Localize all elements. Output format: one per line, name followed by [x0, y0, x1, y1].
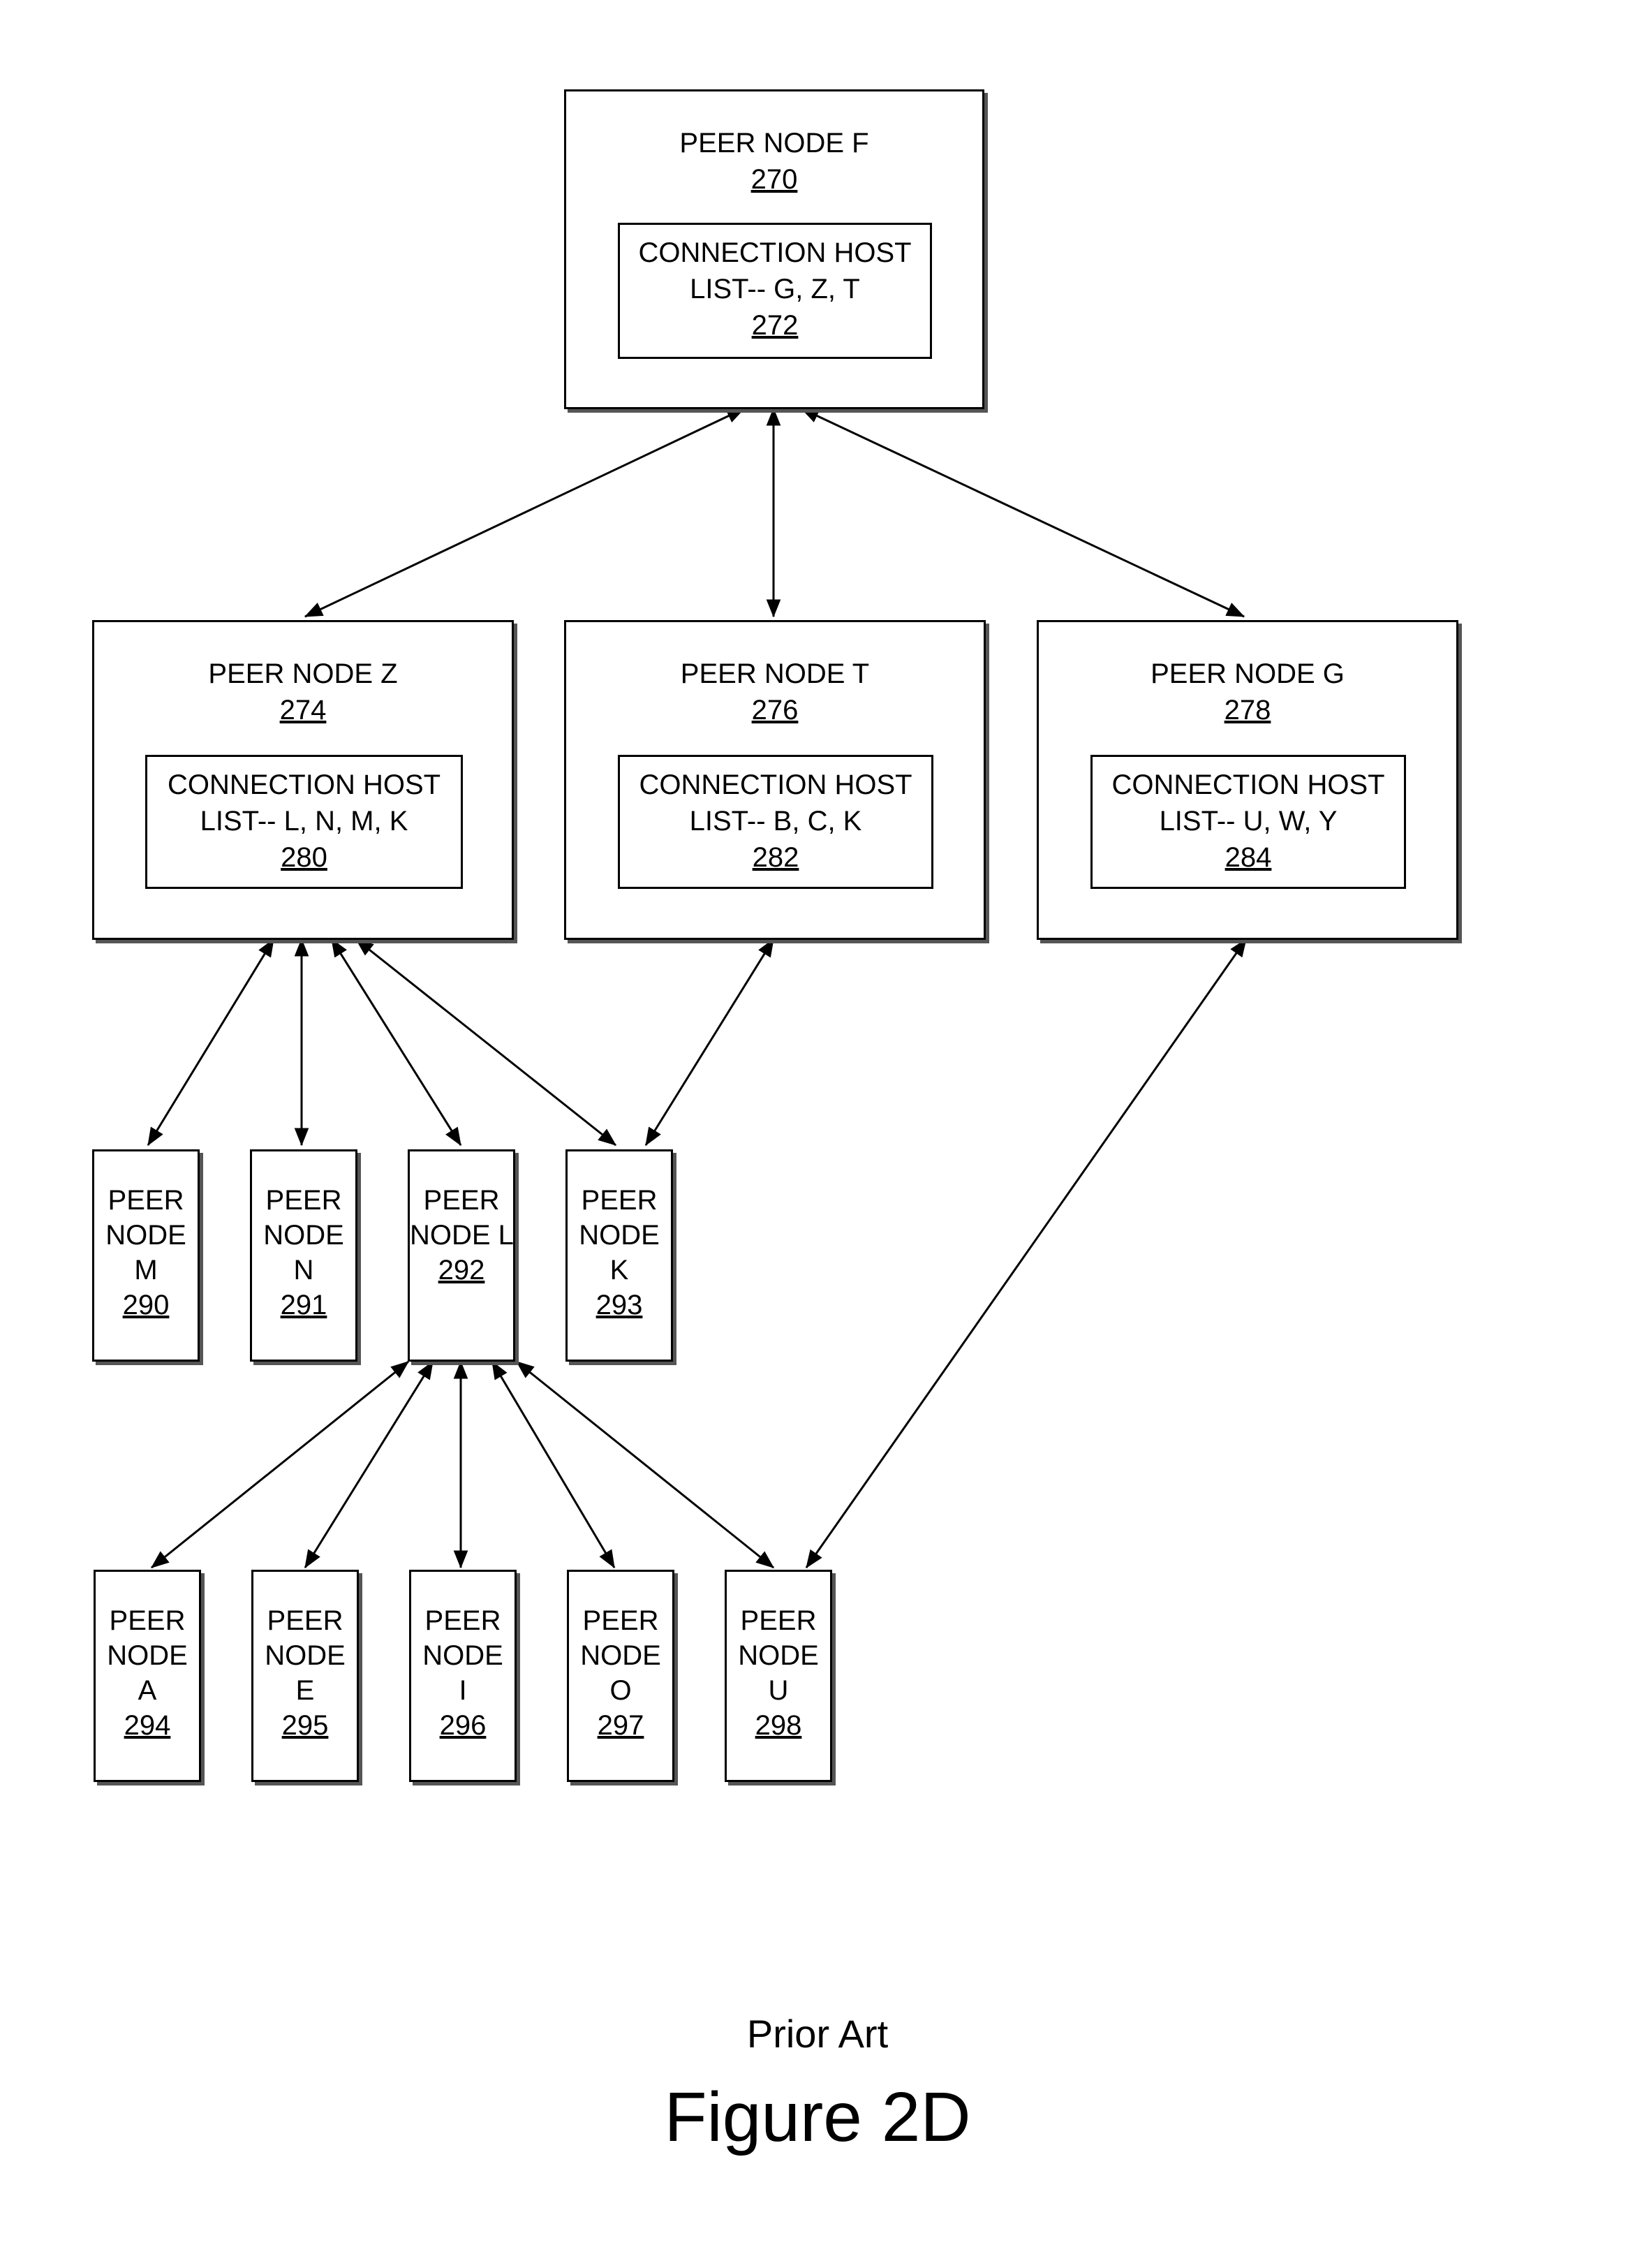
peer-node-i-line2: NODE — [411, 1637, 515, 1674]
peer-node-i-line3: I — [411, 1672, 515, 1709]
peer-node-u-ref: 298 — [727, 1707, 830, 1744]
peer-node-m: PEER NODE M 290 — [92, 1149, 200, 1362]
peer-node-f: PEER NODE F 270 CONNECTION HOST LIST-- G… — [564, 89, 984, 409]
peer-node-z-title: PEER NODE Z — [94, 656, 512, 692]
list-280-ref: 280 — [147, 839, 461, 876]
peer-node-e-ref: 295 — [253, 1707, 357, 1744]
list-284-line1: CONNECTION HOST — [1093, 767, 1404, 803]
peer-node-u: PEER NODE U 298 — [725, 1570, 832, 1782]
connection-host-list-282: CONNECTION HOST LIST-- B, C, K 282 — [618, 755, 933, 889]
link-l-o — [492, 1362, 614, 1568]
link-g-u — [806, 939, 1246, 1568]
list-280-line2: LIST-- L, N, M, K — [147, 803, 461, 839]
peer-node-e: PEER NODE E 295 — [251, 1570, 359, 1782]
peer-node-a-line3: A — [96, 1672, 199, 1709]
peer-node-k: PEER NODE K 293 — [565, 1149, 673, 1362]
peer-node-m-ref: 290 — [94, 1287, 198, 1323]
list-282-line1: CONNECTION HOST — [620, 767, 931, 803]
connection-host-list-272: CONNECTION HOST LIST-- G, Z, T 272 — [618, 223, 932, 359]
peer-node-i-ref: 296 — [411, 1707, 515, 1744]
link-z-m — [148, 939, 274, 1145]
peer-node-n-ref: 291 — [252, 1287, 355, 1323]
peer-node-n-line3: N — [252, 1252, 355, 1288]
list-284-ref: 284 — [1093, 839, 1404, 876]
link-f-z — [305, 408, 744, 617]
peer-node-f-title: PEER NODE F — [566, 125, 982, 161]
peer-node-l: PEER NODE L 292 — [408, 1149, 515, 1362]
peer-node-o-line2: NODE — [569, 1637, 672, 1674]
peer-node-u-line3: U — [727, 1672, 830, 1709]
list-280-line1: CONNECTION HOST — [147, 767, 461, 803]
peer-node-k-line2: NODE — [568, 1217, 671, 1253]
peer-node-a: PEER NODE A 294 — [94, 1570, 201, 1782]
peer-node-e-line3: E — [253, 1672, 357, 1709]
peer-node-k-line1: PEER — [568, 1182, 671, 1218]
peer-node-l-line1: PEER — [410, 1182, 513, 1218]
peer-node-u-line1: PEER — [727, 1603, 830, 1639]
peer-node-k-line3: K — [568, 1252, 671, 1288]
peer-node-n: PEER NODE N 291 — [250, 1149, 357, 1362]
peer-node-u-line2: NODE — [727, 1637, 830, 1674]
peer-node-a-ref: 294 — [96, 1707, 199, 1744]
peer-node-m-line1: PEER — [94, 1182, 198, 1218]
peer-node-o-ref: 297 — [569, 1707, 672, 1744]
peer-node-l-line2: NODE L — [410, 1217, 513, 1253]
link-l-u — [517, 1362, 774, 1568]
peer-node-g-title: PEER NODE G — [1039, 656, 1456, 692]
peer-node-n-line2: NODE — [252, 1217, 355, 1253]
link-t-k — [646, 939, 774, 1145]
peer-node-t-ref: 276 — [566, 692, 984, 728]
peer-node-o-line3: O — [569, 1672, 672, 1709]
peer-node-z: PEER NODE Z 274 CONNECTION HOST LIST-- L… — [92, 620, 514, 940]
peer-node-k-ref: 293 — [568, 1287, 671, 1323]
list-272-line1: CONNECTION HOST — [620, 235, 930, 271]
peer-node-a-line2: NODE — [96, 1637, 199, 1674]
link-f-g — [801, 408, 1244, 617]
connection-host-list-284: CONNECTION HOST LIST-- U, W, Y 284 — [1090, 755, 1406, 889]
peer-node-f-ref: 270 — [566, 161, 982, 198]
list-284-line2: LIST-- U, W, Y — [1093, 803, 1404, 839]
peer-node-l-ref: 292 — [410, 1252, 513, 1288]
peer-node-o: PEER NODE O 297 — [567, 1570, 674, 1782]
peer-node-m-line3: M — [94, 1252, 198, 1288]
peer-node-t-title: PEER NODE T — [566, 656, 984, 692]
peer-node-g-ref: 278 — [1039, 692, 1456, 728]
peer-node-e-line1: PEER — [253, 1603, 357, 1639]
peer-node-m-line2: NODE — [94, 1217, 198, 1253]
prior-art-caption: Prior Art — [0, 2011, 1635, 2056]
peer-node-t: PEER NODE T 276 CONNECTION HOST LIST-- B… — [564, 620, 986, 940]
peer-node-n-line1: PEER — [252, 1182, 355, 1218]
peer-node-a-line1: PEER — [96, 1603, 199, 1639]
peer-node-z-ref: 274 — [94, 692, 512, 728]
connection-host-list-280: CONNECTION HOST LIST-- L, N, M, K 280 — [145, 755, 463, 889]
peer-node-g: PEER NODE G 278 CONNECTION HOST LIST-- U… — [1037, 620, 1458, 940]
peer-node-e-line2: NODE — [253, 1637, 357, 1674]
list-272-line2: LIST-- G, Z, T — [620, 271, 930, 307]
list-272-ref: 272 — [620, 307, 930, 344]
list-282-ref: 282 — [620, 839, 931, 876]
list-282-line2: LIST-- B, C, K — [620, 803, 931, 839]
figure-title: Figure 2D — [0, 2077, 1635, 2158]
peer-node-o-line1: PEER — [569, 1603, 672, 1639]
peer-node-i-line1: PEER — [411, 1603, 515, 1639]
peer-node-i: PEER NODE I 296 — [409, 1570, 517, 1782]
